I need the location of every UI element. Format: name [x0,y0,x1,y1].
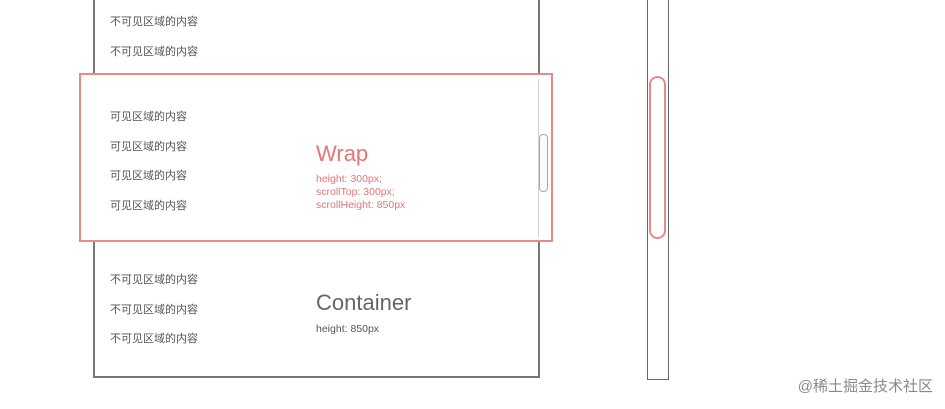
wrap-viewport[interactable] [79,73,553,242]
visible-content-line: 可见区域的内容 [110,111,187,123]
visible-content-line: 可见区域的内容 [110,170,187,182]
hidden-content-line: 不可见区域的内容 [110,274,198,286]
hidden-content-line: 不可见区域的内容 [110,333,198,345]
wrap-meta-scrollheight: scrollHeight: 850px [316,199,406,211]
wrap-title: Wrap [316,141,369,166]
container-meta: height: 850px [316,323,380,335]
visible-content-line: 可见区域的内容 [110,200,187,212]
visible-content-line: 可见区域的内容 [110,141,187,153]
wrap-meta: height: 300px; scrollTop: 300px; scrollH… [316,173,405,212]
hidden-content-line: 不可见区域的内容 [110,16,198,28]
wrap-meta-scrolltop: scrollTop: 300px; [316,186,395,198]
wrap-scrollbar-thumb[interactable] [539,134,548,192]
scrollbar-thumb[interactable] [649,76,666,239]
scrollbar-track [647,0,669,380]
container-title: Container [316,290,412,315]
wrap-scrollbar-track [538,79,545,237]
hidden-content-line: 不可见区域的内容 [110,46,198,58]
hidden-content-line: 不可见区域的内容 [110,304,198,316]
watermark: @稀土掘金技术社区 [797,378,933,395]
wrap-meta-height: height: 300px; [316,173,382,185]
